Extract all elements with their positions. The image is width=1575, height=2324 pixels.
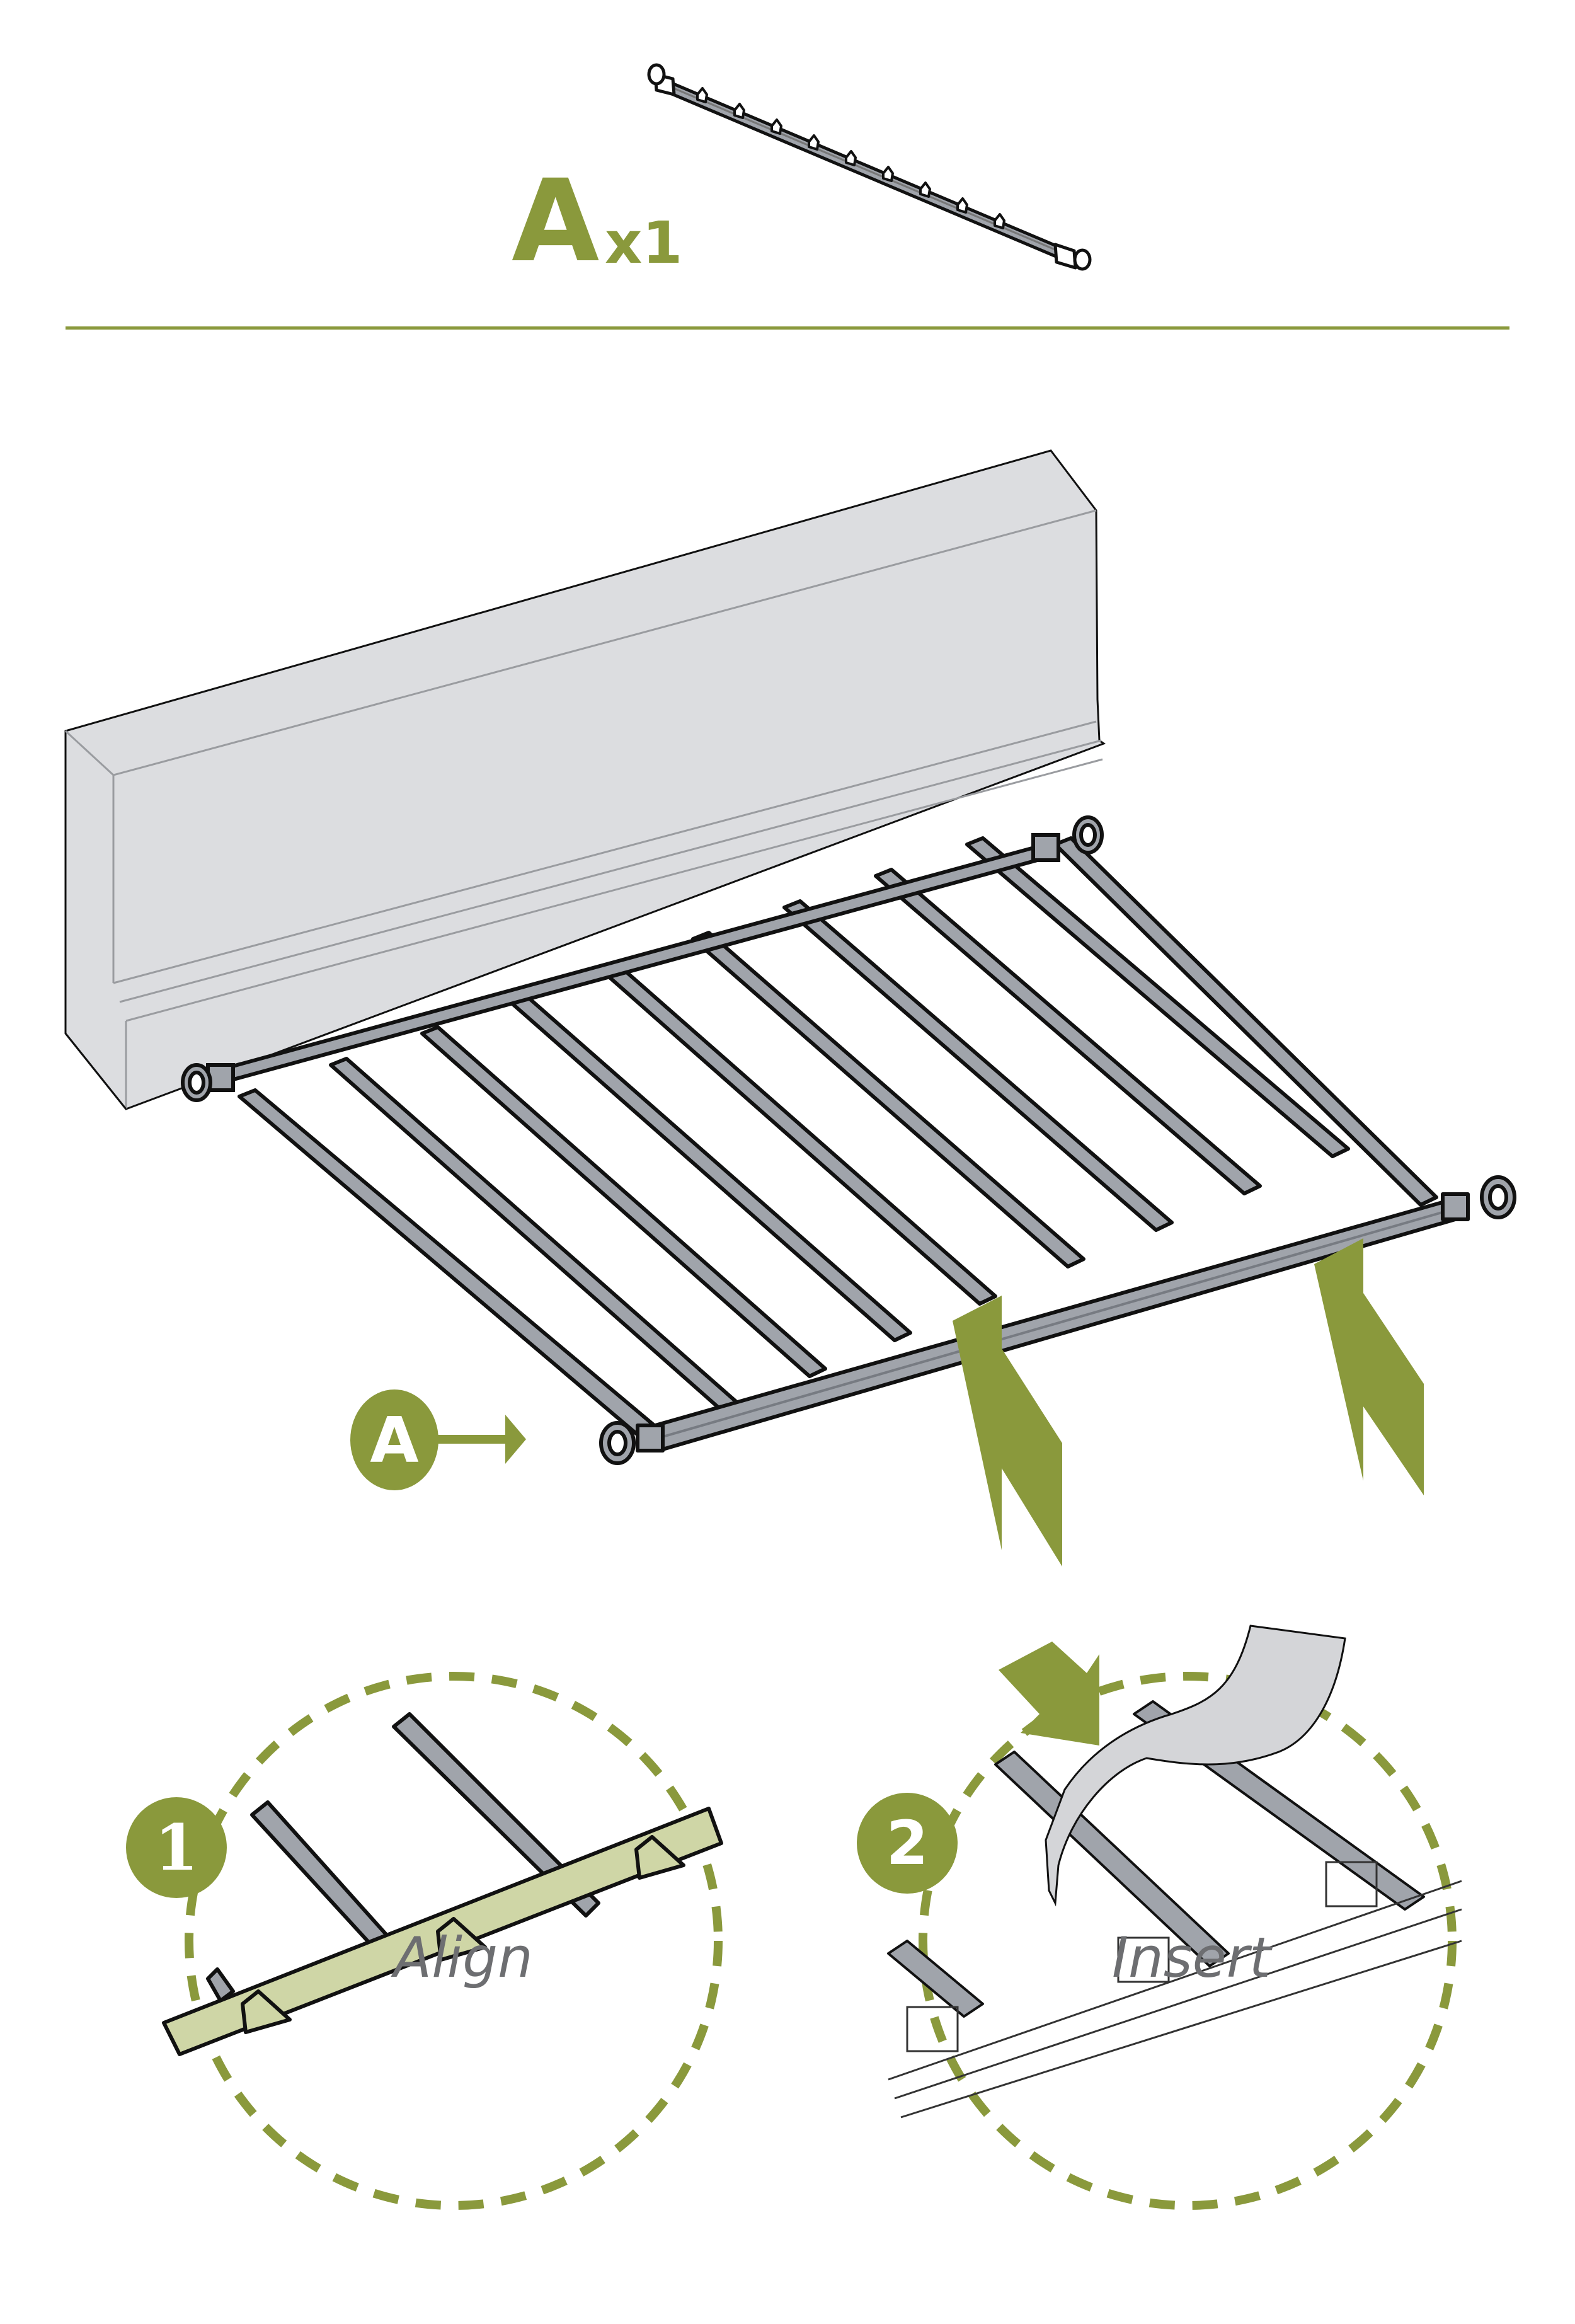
- step-1-badge: 1: [126, 1797, 227, 1898]
- insert-arrow-icon: [999, 1642, 1099, 1746]
- step-2-number: 2: [886, 1808, 929, 1878]
- part-quantity: x1: [605, 209, 683, 277]
- step-2-caption: Insert: [1112, 1925, 1271, 1990]
- main-assembly-figure: [64, 449, 1516, 1567]
- hand-icon: [1045, 1625, 1346, 1907]
- slat-rail-part-icon: [647, 63, 1092, 271]
- step-2-badge: 2: [857, 1793, 958, 1894]
- back-rail: [181, 815, 1104, 1102]
- part-letter: A: [512, 156, 600, 287]
- step-1-number: 1: [154, 1810, 198, 1885]
- push-up-arrows: [953, 1238, 1424, 1567]
- section-divider: [66, 326, 1509, 330]
- push-arrow-icon: [1314, 1238, 1424, 1495]
- push-arrow-icon: [953, 1296, 1062, 1567]
- callout-letter: A: [370, 1403, 419, 1477]
- part-header: A x1: [0, 0, 1575, 340]
- step-1-caption: Align: [394, 1925, 533, 1990]
- front-rail-part-a: [599, 1175, 1516, 1465]
- headboard: [64, 449, 1106, 1110]
- part-a-callout: A: [350, 1389, 438, 1490]
- slats: [238, 836, 1438, 1446]
